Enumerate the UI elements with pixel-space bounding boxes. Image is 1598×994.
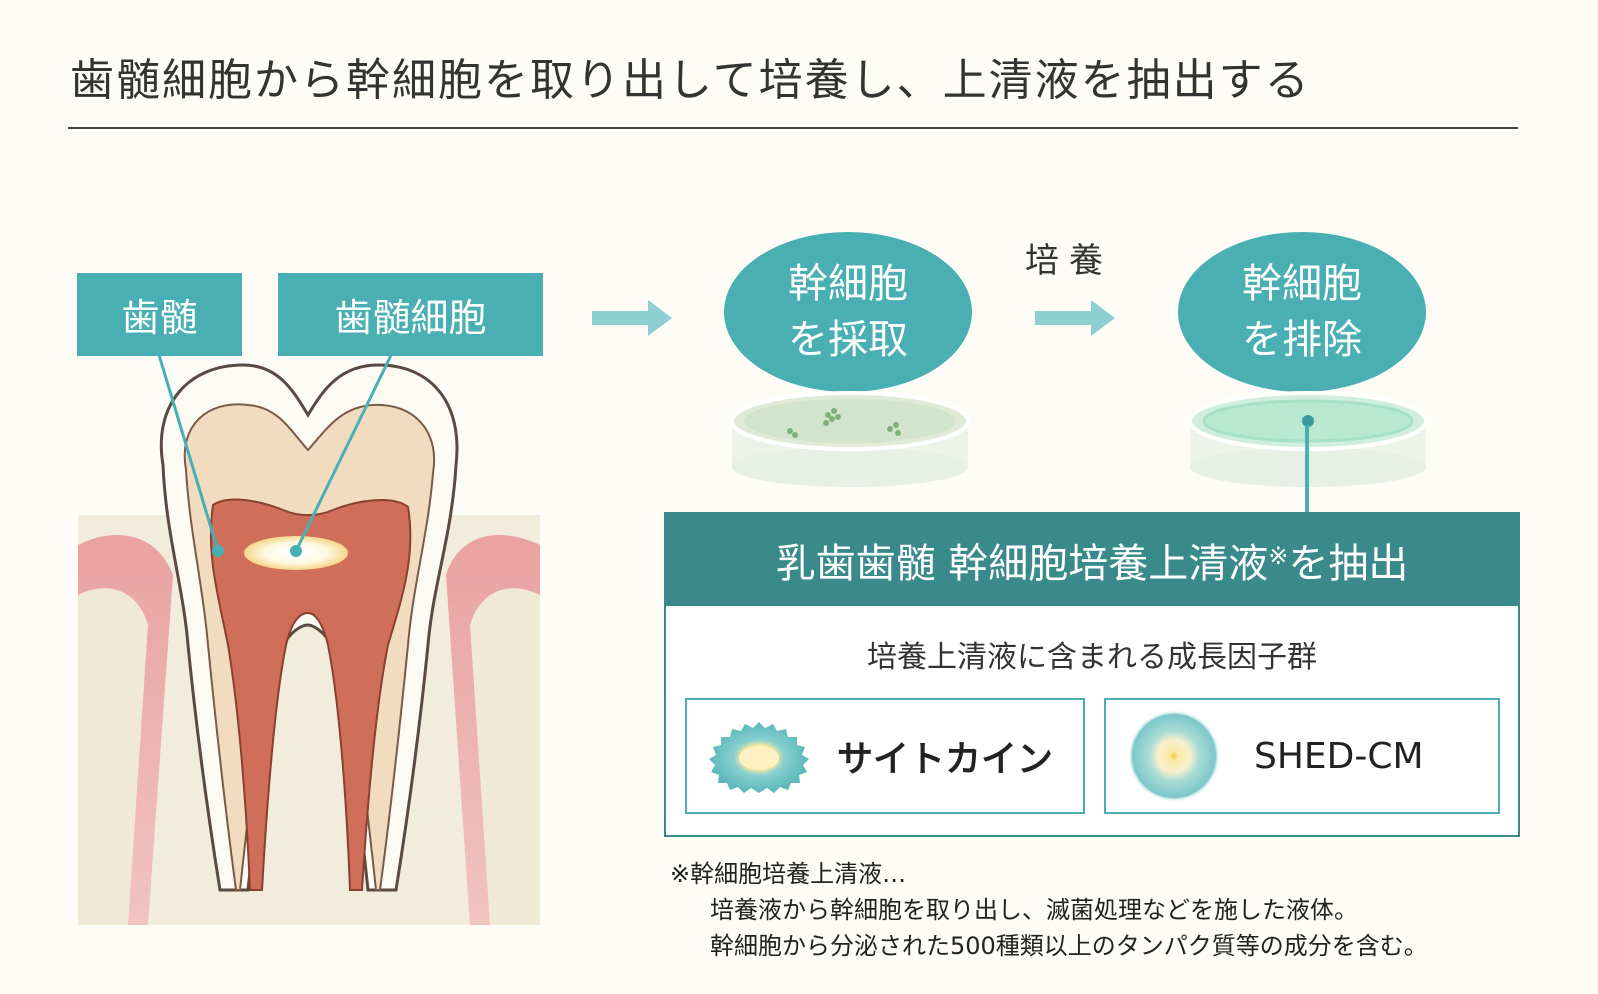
label-pulp: 歯髄 (77, 273, 242, 356)
extract-subtitle: 培養上清液に含まれる成長因子群 (867, 640, 1317, 675)
title-divider (68, 127, 1518, 129)
extract-header-tail: を抽出 (1288, 541, 1409, 587)
bubble-remove: 幹細胞 を排除 (1178, 232, 1426, 392)
page-title: 歯髄細胞から幹細胞を取り出して培養し、上清液を抽出する (70, 55, 1311, 106)
extract-header-text: 乳歯歯髄 幹細胞培養上清液 (775, 541, 1269, 587)
bubble-remove-line2: を排除 (1242, 317, 1362, 363)
label-pulp-cell: 歯髄細胞 (278, 273, 543, 356)
tooth-illustration (78, 345, 540, 925)
bubble-collect: 幹細胞 を採取 (724, 232, 972, 392)
footnote-line1: ※幹細胞培養上清液… (670, 860, 907, 888)
bubble-collect-line2: を採取 (788, 317, 908, 363)
extract-header-mark: ※ (1268, 542, 1289, 570)
petri-dish-cells-icon (730, 391, 970, 487)
footnote: ※幹細胞培養上清液… 培養液から幹細胞を取り出し、滅菌処理などを施した液体。 幹… (670, 856, 1428, 964)
extract-header: 乳歯歯髄 幹細胞培養上清液 ※ を抽出 (666, 514, 1518, 606)
pulp (209, 498, 412, 891)
pointer-dot-pulp (212, 545, 224, 557)
pointer-line-pulp-cell (294, 345, 398, 552)
cytokine-icon (709, 722, 809, 793)
arrow-right-icon (592, 300, 672, 336)
bone-right (470, 588, 540, 925)
shed-cm-icon (1128, 710, 1220, 802)
pointer-line-pulp (154, 345, 220, 552)
culture-label: 培養 (1025, 241, 1113, 281)
footnote-line3: 幹細胞から分泌された500種類以上のタンパク質等の成分を含む。 (710, 932, 1428, 960)
bubble-remove-line1: 幹細胞 (1242, 261, 1362, 307)
bone-left (78, 588, 148, 925)
connector-line (1305, 425, 1309, 513)
culture-arrow-icon (1035, 300, 1115, 336)
bubble-collect-line1: 幹細胞 (788, 261, 908, 307)
footnote-line2: 培養液から幹細胞を取り出し、滅菌処理などを施した液体。 (710, 896, 1358, 924)
factor-label-shed-cm: SHED-CM (1254, 735, 1424, 777)
factor-card-cytokine: サイトカイン (685, 698, 1085, 814)
pointer-dot-pulp-cell (290, 545, 302, 557)
factor-label-cytokine: サイトカイン (837, 739, 1054, 780)
extract-panel: 乳歯歯髄 幹細胞培養上清液 ※ を抽出 培養上清液に含まれる成長因子群 サイトカ… (664, 512, 1520, 837)
factor-card-shed-cm: SHED-CM (1104, 698, 1500, 814)
